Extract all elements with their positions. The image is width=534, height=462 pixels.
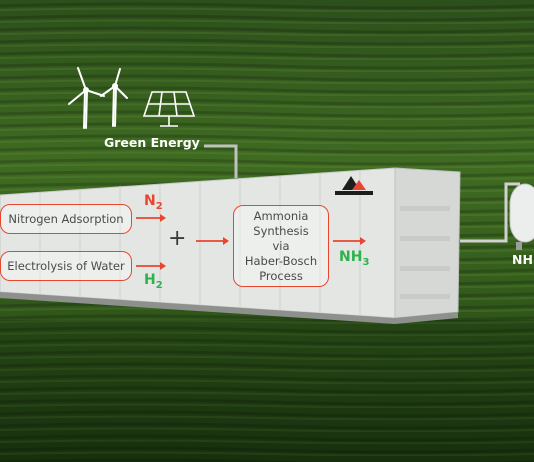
h2-base: H (144, 272, 156, 288)
synthesis-line-4: Haber-Bosch (244, 253, 318, 268)
synthesis-line-5: Process (259, 268, 303, 283)
wind-turbine-icon (68, 67, 128, 129)
synthesis-line-1: Ammonia (253, 208, 309, 223)
energy-connector-line (204, 144, 238, 178)
plus-sign: + (168, 226, 187, 251)
synthesis-line-3: via (272, 238, 290, 253)
nh3-sub: 3 (362, 256, 370, 268)
logo-icon (335, 176, 373, 195)
electrolysis-label: Electrolysis of Water (7, 259, 125, 273)
electrolysis-box: Electrolysis of Water (0, 251, 132, 281)
n2-sub: 2 (155, 200, 163, 212)
solar-panel-icon (142, 91, 196, 127)
nitrogen-adsorption-box: Nitrogen Adsorption (0, 204, 132, 234)
h2-symbol: H2 (144, 272, 163, 291)
nh3-base: NH (339, 249, 363, 265)
container-unit (0, 167, 461, 324)
nitrogen-adsorption-label: Nitrogen Adsorption (8, 212, 124, 226)
gas-tank-icon (509, 183, 534, 250)
green-energy-label: Green Energy (104, 135, 200, 150)
n2-symbol: N2 (144, 193, 163, 212)
synthesis-box: Ammonia Synthesis via Haber-Bosch Proces… (233, 205, 329, 287)
nh3-symbol: NH3 (339, 249, 369, 268)
product-pipe (460, 182, 520, 243)
n2-base: N (144, 193, 156, 209)
synthesis-line-2: Synthesis (253, 223, 309, 238)
h2-sub: 2 (155, 279, 163, 291)
flow-arrows (136, 214, 366, 270)
tank-label: NH (512, 252, 533, 267)
